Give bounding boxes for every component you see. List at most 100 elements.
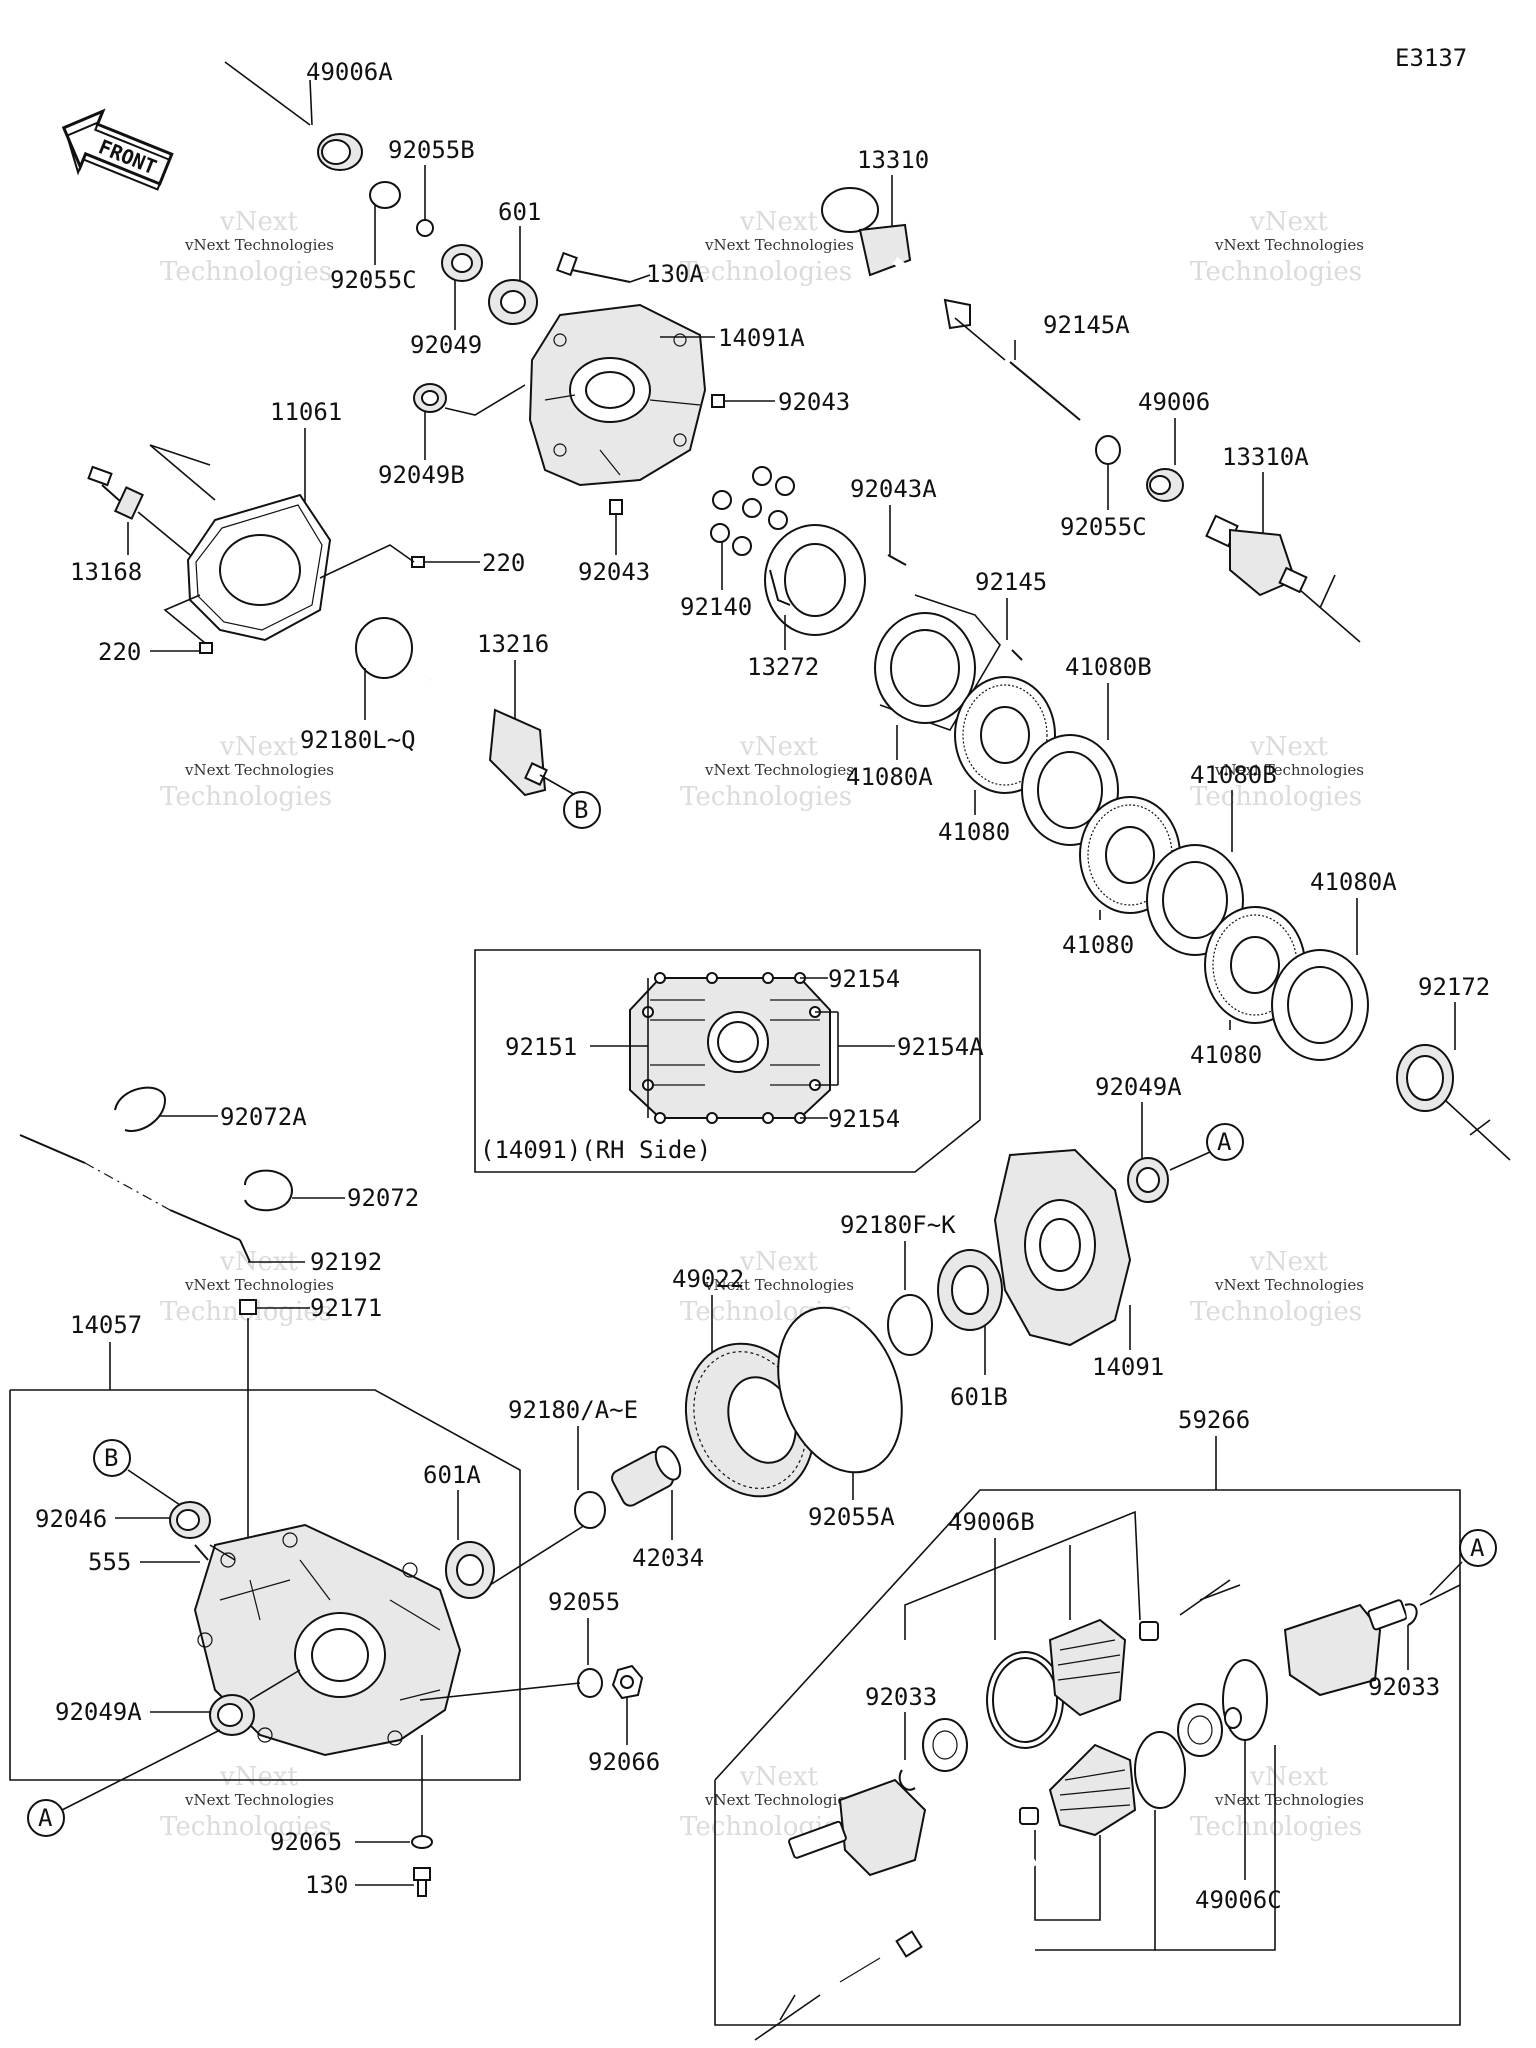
leader-line xyxy=(1319,574,1336,609)
watermark-line2: vNext Technologies xyxy=(704,236,854,254)
cv-joint-inner xyxy=(788,1778,927,1877)
part-label-92180LQ: 92180L~Q xyxy=(300,726,416,754)
part-label-41080-a: 41080 xyxy=(938,818,1010,846)
bolt-130 xyxy=(413,1867,431,1897)
part-label-92066: 92066 xyxy=(588,1748,660,1776)
part-label-92192: 92192 xyxy=(310,1248,382,1276)
part-label-49006B: 49006B xyxy=(948,1508,1035,1536)
washer-92065 xyxy=(411,1835,433,1849)
o-ring-92055C-right xyxy=(1095,435,1121,465)
watermark-line2: vNext Technologies xyxy=(1214,1791,1364,1809)
bolt-220-b xyxy=(199,642,213,654)
leader-line xyxy=(489,1524,586,1586)
part-label-92072: 92072 xyxy=(347,1184,419,1212)
part-label-601A: 601A xyxy=(423,1461,481,1489)
leader-line xyxy=(904,1510,1141,1640)
watermark-line1: vNext xyxy=(219,1762,298,1792)
part-label-14057: 14057 xyxy=(70,1311,142,1339)
inset-label-bottom: 92154 xyxy=(828,1105,900,1133)
axle-shaft xyxy=(817,1855,1038,2000)
leader-line xyxy=(1155,1745,1276,1951)
watermark-line1: vNext xyxy=(1249,1762,1328,1792)
inset-rh-side: 92154 92151 92154A 92154 (14091)(RH Side… xyxy=(474,949,984,1173)
part-label-555: 555 xyxy=(88,1548,131,1576)
watermark-line2: vNext Technologies xyxy=(1214,1276,1364,1294)
pin-555 xyxy=(194,1544,209,1561)
front-arrow-icon: FRONT xyxy=(61,108,174,191)
drive-shaft-13310 xyxy=(821,187,971,330)
watermark-line3: Technologies xyxy=(1190,1297,1362,1327)
o-ring-92055B xyxy=(416,219,434,237)
svg-text:A: A xyxy=(38,1804,53,1832)
leader-line xyxy=(1429,1561,1463,1596)
housing-14057 xyxy=(193,1523,462,1757)
part-label-13310A: 13310A xyxy=(1222,443,1309,471)
circlip-92033-a xyxy=(898,1769,916,1791)
watermark-line2: vNext Technologies xyxy=(704,761,854,779)
watermark-line3: Technologies xyxy=(160,257,332,287)
watermark: vNext vNext Technologies Technologies xyxy=(1190,207,1364,287)
leader-line xyxy=(1169,1151,1211,1171)
plate-41080A-b xyxy=(1271,949,1369,1061)
seal-92049B xyxy=(413,383,447,413)
part-label-92171: 92171 xyxy=(310,1294,382,1322)
cv-joint-outer xyxy=(1283,1599,1408,1697)
part-label-92049A-left: 92049A xyxy=(55,1698,142,1726)
watermark: vNext vNext Technologies Technologies xyxy=(1190,732,1364,812)
watermark-line2: vNext Technologies xyxy=(184,1276,334,1294)
part-label-601B: 601B xyxy=(950,1383,1008,1411)
o-ring-92055A xyxy=(777,1306,903,1474)
boot-lower xyxy=(1048,1743,1137,1837)
inset-label-right: 92154A xyxy=(897,1033,984,1061)
part-label-49006A: 49006A xyxy=(306,58,393,86)
part-label-92180AE: 92180/A~E xyxy=(508,1396,638,1424)
watermark-line3: Technologies xyxy=(1190,782,1362,812)
plug-92066 xyxy=(611,1664,644,1700)
part-label-14091A: 14091A xyxy=(718,324,805,352)
part-label-92072A: 92072A xyxy=(220,1103,307,1131)
watermark-line2: vNext Technologies xyxy=(704,1791,854,1809)
shaft-13168 xyxy=(87,465,144,520)
shim-92180LQ xyxy=(355,617,413,679)
leader-line xyxy=(754,1994,821,2041)
watermark-line3: Technologies xyxy=(160,1812,332,1842)
watermark-line1: vNext xyxy=(1249,207,1328,237)
bearing-601 xyxy=(488,279,538,325)
clamp-small xyxy=(1139,1621,1159,1641)
part-label-49006: 49006 xyxy=(1138,388,1210,416)
svg-text:A: A xyxy=(1470,1534,1485,1562)
joint-13310A xyxy=(1205,514,1308,597)
watermark-line2: vNext Technologies xyxy=(184,761,334,779)
part-label-92055A: 92055A xyxy=(808,1503,895,1531)
leader-line xyxy=(319,544,415,579)
leader-line xyxy=(149,444,211,466)
watermark-line1: vNext xyxy=(739,1247,818,1277)
seal-49006A xyxy=(317,133,363,171)
part-label-92055C-right: 92055C xyxy=(1060,513,1147,541)
part-label-220-a: 220 xyxy=(482,549,525,577)
leader-line xyxy=(954,317,1006,361)
part-label-92043-a: 92043 xyxy=(778,388,850,416)
bearing-601B xyxy=(937,1249,1003,1331)
bearing-601A xyxy=(445,1541,495,1599)
bolt-130A xyxy=(556,251,631,283)
leader-line xyxy=(444,384,526,416)
ref-circle-A-right: A xyxy=(1206,1123,1244,1161)
part-label-92049A-right: 92049A xyxy=(1095,1073,1182,1101)
part-label-92043-b: 92043 xyxy=(578,558,650,586)
leader-line xyxy=(61,1729,221,1811)
watermark-line2: vNext Technologies xyxy=(184,236,334,254)
inset-label-left: 92151 xyxy=(505,1033,577,1061)
part-label-92055B: 92055B xyxy=(388,136,475,164)
watermark-line3: Technologies xyxy=(1190,257,1362,287)
boot-upper xyxy=(1048,1618,1127,1717)
cv-kit-bracket xyxy=(714,1489,1461,2026)
ref-circle-A-left: A xyxy=(27,1799,65,1837)
leader-line xyxy=(127,1469,181,1506)
watermark: vNext vNext Technologies Technologies xyxy=(680,207,854,287)
part-label-13168: 13168 xyxy=(70,558,142,586)
part-label-11061: 11061 xyxy=(270,398,342,426)
clamp-small-lower xyxy=(1019,1807,1039,1825)
watermark-line1: vNext xyxy=(739,732,818,762)
part-label-41080A-a: 41080A xyxy=(846,763,933,791)
